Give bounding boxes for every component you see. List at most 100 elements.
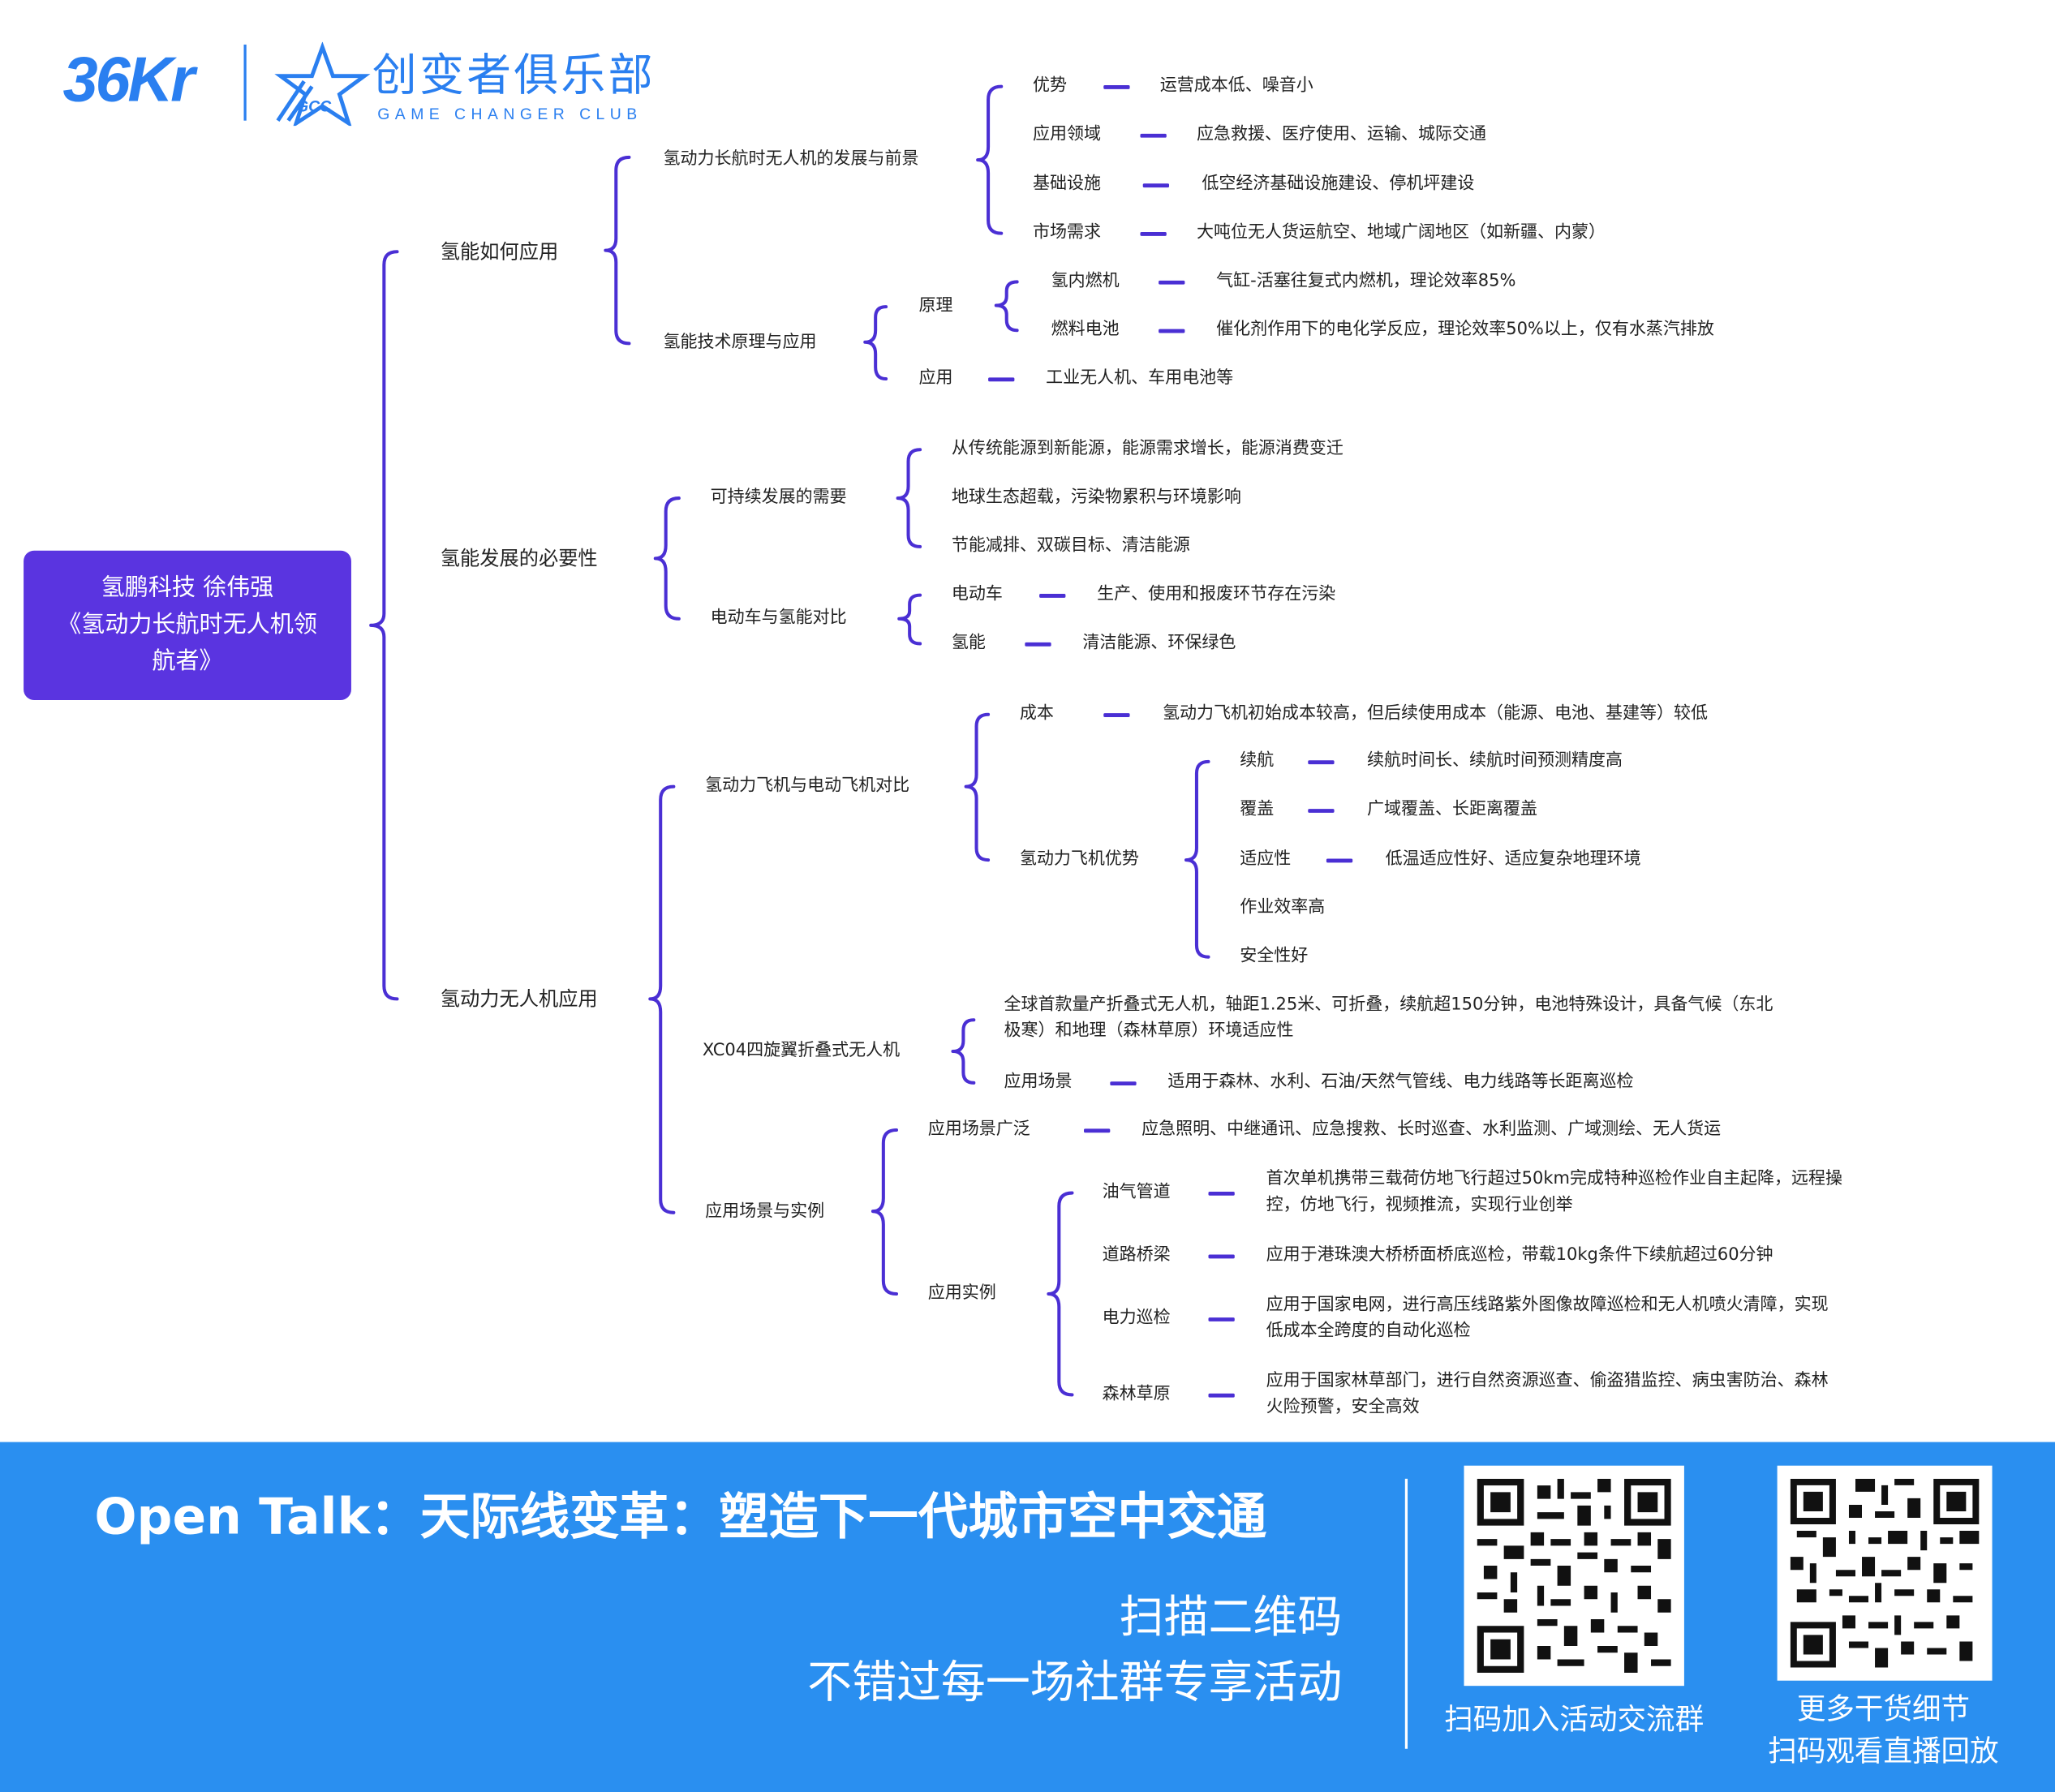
footer-divider — [1404, 1478, 1408, 1749]
club-name-en: GAME CHANGER CLUB — [377, 105, 643, 123]
item-market-value: 大吨位无人货运航空、地域广阔地区（如新疆、内蒙） — [1196, 222, 1606, 243]
b3s3-bracket — [871, 1128, 899, 1296]
item-adapt-key: 适应性 — [1240, 849, 1292, 870]
dash — [1208, 1254, 1235, 1259]
dash — [1308, 760, 1335, 765]
footer-title: Open Talk：天际线变革：塑造下一代城市空中交通 — [94, 1488, 1267, 1546]
item-endurance-value: 续航时间长、续航时间预测精度高 — [1366, 750, 1623, 771]
item-wide-value: 应急照明、中继通讯、应急搜救、长时巡查、水利监测、广域测绘、无人货运 — [1141, 1119, 1722, 1140]
logo-36kr: 36Kr — [62, 45, 196, 116]
item-efficiency: 作业效率高 — [1240, 897, 1326, 918]
b3s1-bracket — [964, 712, 991, 862]
case-forest-key: 森林草原 — [1102, 1384, 1171, 1404]
b2s1-bracket — [896, 448, 922, 548]
cases-bracket — [1047, 1191, 1074, 1397]
footer-sub1: 扫描二维码 — [1119, 1591, 1343, 1644]
node-ev-vs-hydrogen: 电动车与氢能对比 — [710, 608, 847, 629]
case-oilgas-key: 油气管道 — [1102, 1182, 1171, 1202]
club-name: 创变者俱乐部 — [372, 49, 656, 103]
node-drone-prospects: 氢动力长航时无人机的发展与前景 — [663, 149, 919, 170]
principle-bracket — [994, 280, 1019, 333]
dash — [1084, 1128, 1111, 1133]
item-ev-value: 生产、使用和报废环节存在污染 — [1097, 584, 1336, 604]
item-ice-value: 气缸-活塞往复式内燃机，理论效率85% — [1216, 271, 1516, 291]
item-coverage-value: 广域覆盖、长距离覆盖 — [1366, 799, 1538, 820]
root-line2: 《氢动力长航时无人机领航者》 — [58, 611, 317, 676]
adv-bracket — [1184, 759, 1210, 959]
root-node: 氢鹏科技 徐伟强 《氢动力长航时无人机领航者》 — [24, 550, 351, 700]
case-oilgas-value: 首次单机携带三载荷仿地飞行超过50km完成特种巡检作业自主起降，远程操控，仿地飞… — [1266, 1169, 1842, 1216]
qr-code-group[interactable] — [1464, 1465, 1684, 1687]
node-h2-advantages: 氢动力飞机优势 — [1019, 849, 1139, 870]
case-power-key: 电力巡检 — [1102, 1308, 1171, 1329]
dash — [1140, 232, 1167, 236]
item-fuelcell-key: 燃料电池 — [1051, 320, 1120, 340]
footer-banner: Open Talk：天际线变革：塑造下一代城市空中交通 扫描二维码 不错过每一场… — [0, 1442, 2055, 1792]
item-sustain-2: 地球生态超载，污染物累积与环境影响 — [951, 488, 1241, 508]
brand-header: 36Kr GCC 创变者俱乐部 GAME CHANGER CLUB — [63, 39, 679, 131]
node-scenes-cases: 应用场景与实例 — [705, 1201, 825, 1223]
dash — [988, 377, 1015, 382]
item-xc04-scene-key: 应用场景 — [1004, 1072, 1073, 1093]
node-principle: 原理 — [918, 296, 953, 316]
item-advantage-value: 运营成本低、噪音小 — [1159, 75, 1313, 96]
qr-code-icon — [1477, 1478, 1671, 1674]
dash — [1140, 133, 1167, 138]
item-h2-key: 氢能 — [951, 633, 986, 653]
case-forest-value: 应用于国家林草部门，进行自然资源巡查、偷盗猎监控、病虫害防治、森林火险预警，安全… — [1266, 1371, 1829, 1417]
qr-code-icon — [1790, 1478, 1980, 1668]
qr1-caption: 扫码加入活动交流群 — [1444, 1704, 1705, 1738]
dash — [1103, 713, 1130, 717]
qr2-caption1: 更多干货细节 — [1796, 1693, 1971, 1727]
case-bridge-key: 道路桥梁 — [1102, 1245, 1171, 1266]
node-cases: 应用实例 — [927, 1283, 996, 1304]
branch-hydrogen-drone: 氢动力无人机应用 — [440, 986, 598, 1011]
b1-bracket — [604, 155, 631, 346]
b3s2-bracket — [951, 1018, 976, 1085]
dash — [1208, 1191, 1235, 1196]
item-xc04-scene-value: 适用于森林、水利、石油/天然气管线、电力线路等长距离巡检 — [1167, 1072, 1634, 1093]
item-sustain-1: 从传统能源到新能源，能源需求增长，能源消费变迁 — [951, 439, 1343, 459]
b3-bracket — [648, 784, 676, 1214]
item-infra-value: 低空经济基础设施建设、停机坪建设 — [1202, 174, 1475, 195]
dash — [1208, 1393, 1235, 1398]
item-sustain-3: 节能减排、双碳目标、清洁能源 — [951, 535, 1190, 557]
connector-lines — [369, 84, 1210, 1397]
dash — [1326, 858, 1353, 863]
dash — [1025, 642, 1051, 647]
item-app-key: 应用 — [918, 368, 953, 389]
dash — [1110, 1081, 1137, 1086]
node-h2-vs-electric: 氢动力飞机与电动飞机对比 — [705, 776, 910, 796]
qr-code-replay[interactable] — [1777, 1465, 1993, 1681]
node-tech-principle: 氢能技术原理与应用 — [663, 333, 817, 353]
item-ice-key: 氢内燃机 — [1051, 271, 1120, 291]
item-ev-key: 电动车 — [951, 584, 1003, 604]
node-sustainable: 可持续发展的需要 — [710, 488, 847, 508]
item-infra-key: 基础设施 — [1033, 174, 1102, 195]
branch-hydrogen-necessity: 氢能发展的必要性 — [440, 546, 598, 570]
item-advantage-key: 优势 — [1033, 75, 1068, 96]
root-bracket — [369, 250, 399, 1001]
star-logo-icon — [274, 41, 371, 127]
root-line1: 氢鹏科技 徐伟强 — [101, 574, 274, 602]
item-wide-key: 应用场景广泛 — [927, 1119, 1030, 1140]
item-field-key: 应用领域 — [1033, 124, 1102, 144]
club-abbr: GCC — [296, 97, 332, 116]
dash — [1039, 594, 1066, 598]
item-app-value: 工业无人机、车用电池等 — [1046, 368, 1234, 389]
item-safety: 安全性好 — [1240, 946, 1309, 966]
item-cost-value: 氢动力飞机初始成本较高，但后续使用成本（能源、电池、基建等）较低 — [1162, 703, 1709, 724]
case-power-value: 应用于国家电网，进行高压线路紫外图像故障巡检和无人机喷火清障，实现低成本全跨度的… — [1266, 1295, 1829, 1342]
case-bridge-value: 应用于港珠澳大桥桥面桥底巡检，带载10kg条件下续航超过60分钟 — [1266, 1245, 1773, 1266]
dash — [1159, 329, 1185, 333]
node-xc04: XC04四旋翼折叠式无人机 — [702, 1041, 901, 1061]
dash — [1103, 85, 1130, 89]
item-field-value: 应急救援、医疗使用、运输、城际交通 — [1196, 124, 1487, 144]
dash — [1208, 1317, 1235, 1321]
item-cost-key: 成本 — [1019, 703, 1054, 724]
branch-hydrogen-application: 氢能如何应用 — [440, 239, 559, 264]
item-h2-value: 清洁能源、环保绿色 — [1082, 633, 1236, 653]
brand-divider — [243, 44, 247, 121]
item-fuelcell-value: 催化剂作用下的电化学反应，理论效率50%以上，仅有水蒸汽排放 — [1216, 320, 1714, 340]
